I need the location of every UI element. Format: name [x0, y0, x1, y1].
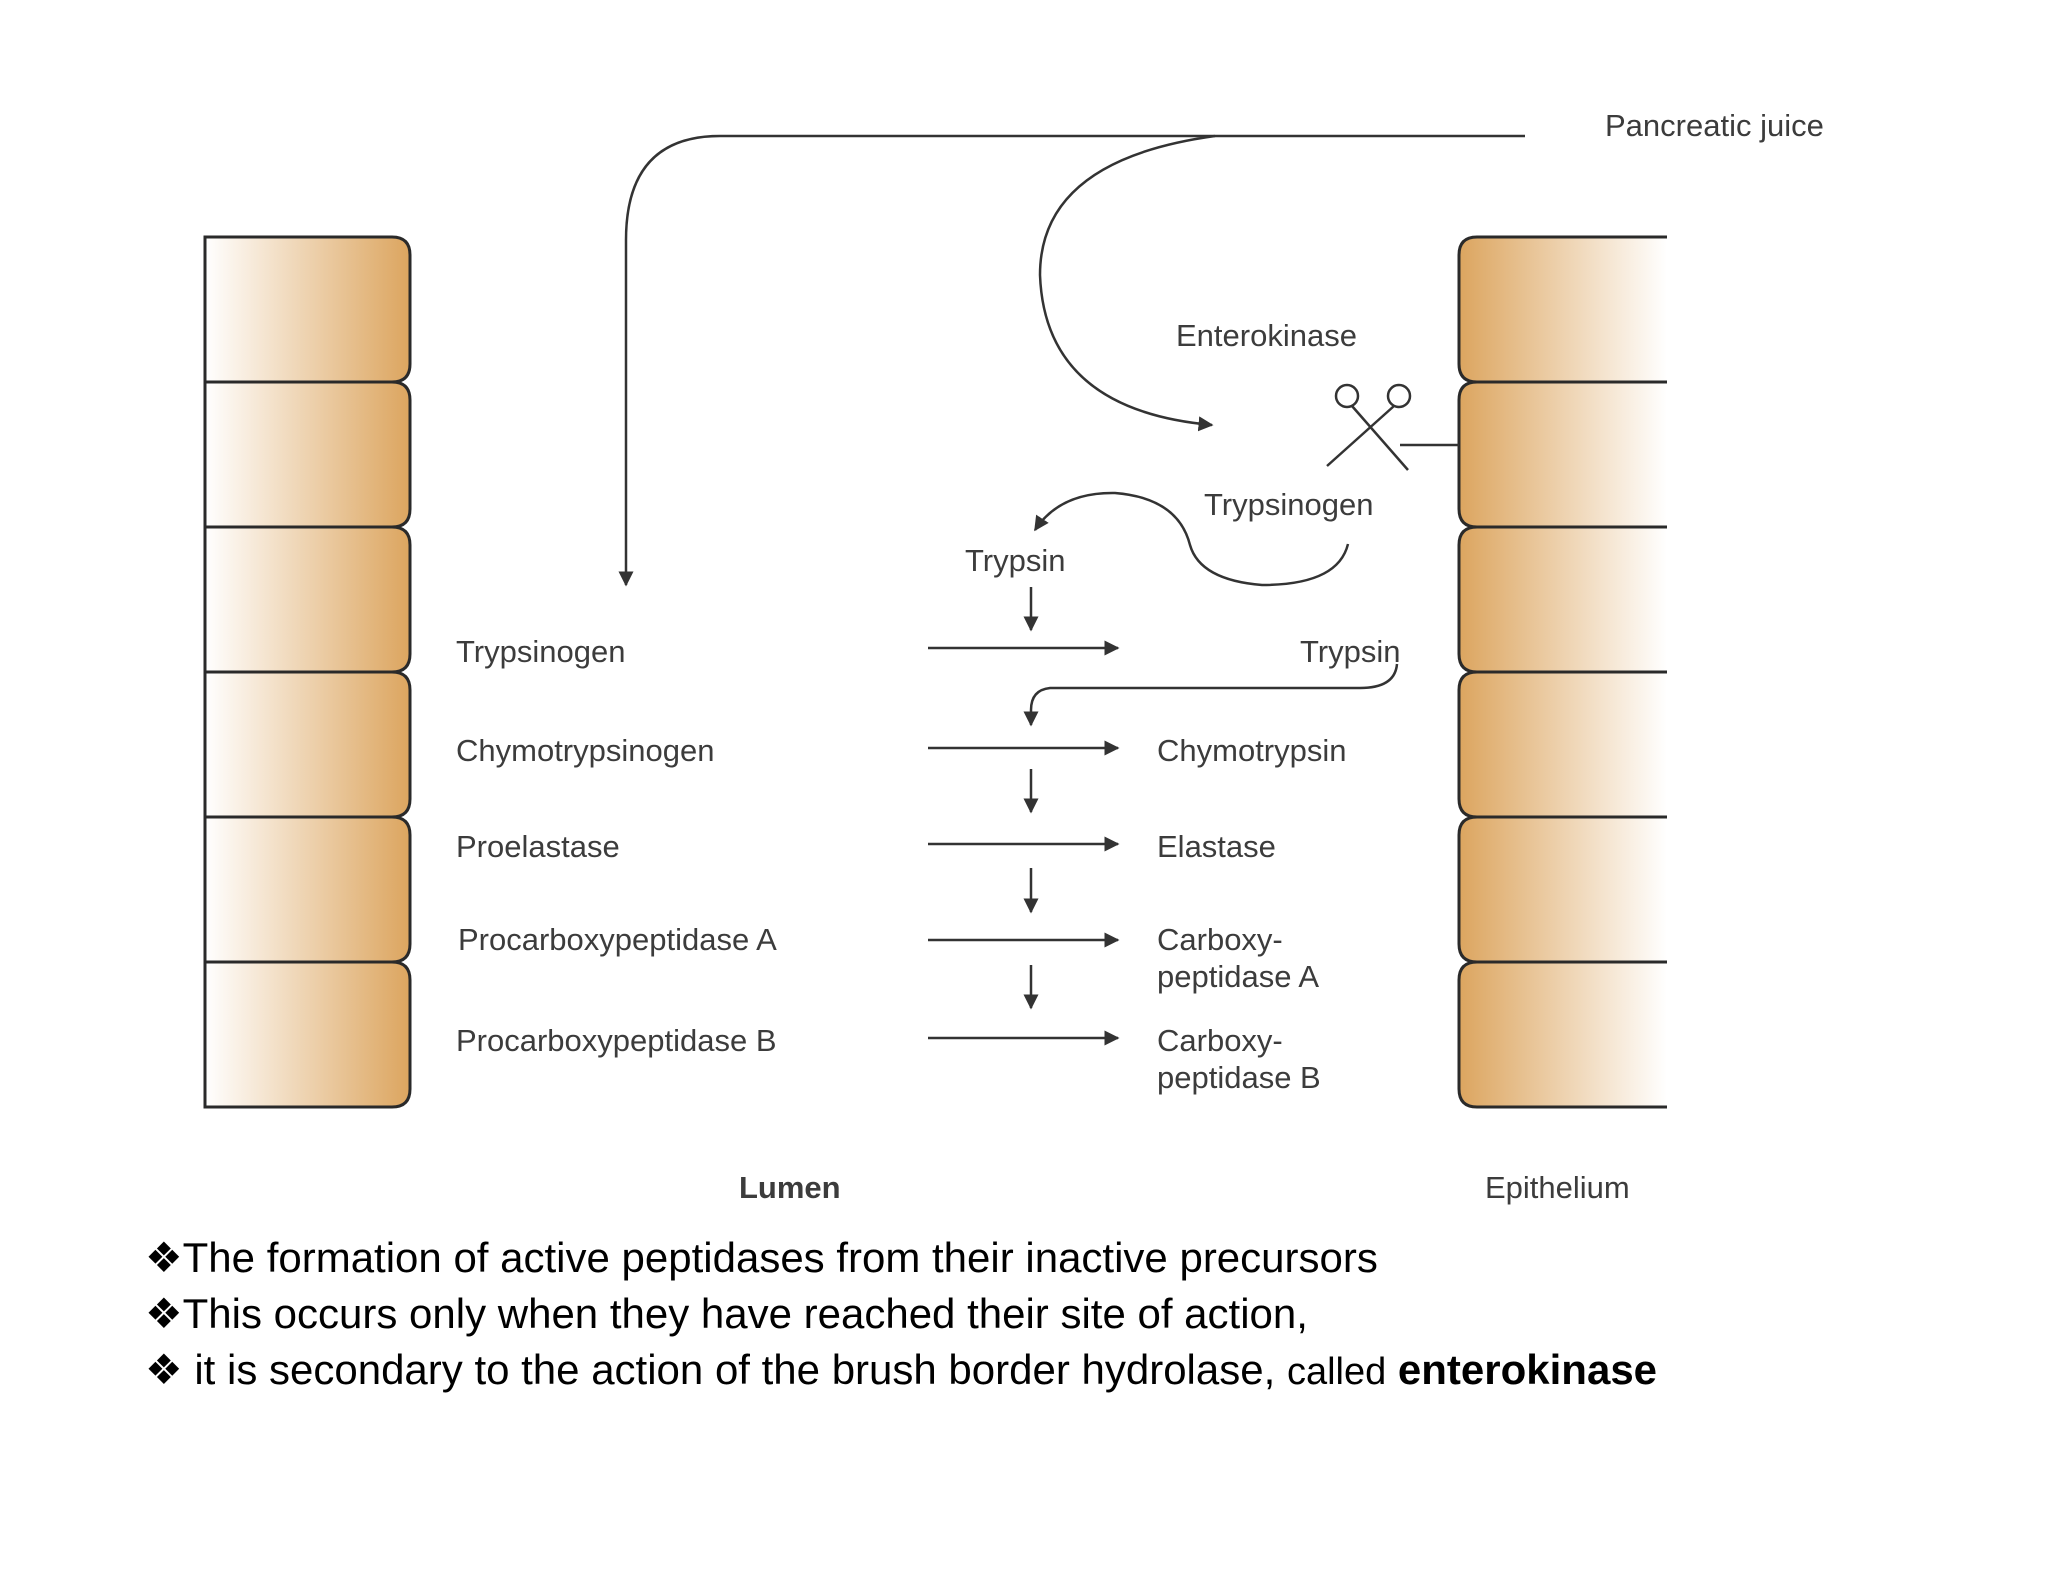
- left-cell: [203, 525, 412, 674]
- precursor-procarboxypeptidase-b-label: Procarboxypeptidase B: [456, 1023, 777, 1058]
- pancreatic-juice-arrow-to-lumen: [618, 134, 1525, 587]
- bullet-text: The formation of active peptidases from …: [182, 1234, 1378, 1281]
- left-cell: [203, 380, 412, 529]
- precursor-chymotrypsinogen-label: Chymotrypsinogen: [456, 733, 714, 768]
- bullet-text-called: called: [1286, 1351, 1387, 1393]
- left-cell: [203, 670, 412, 819]
- bullet-item: ❖The formation of active peptidases from…: [145, 1230, 2005, 1286]
- precursor-procarboxypeptidase-a-label: Procarboxypeptidase A: [458, 922, 777, 957]
- product-elastase-label: Elastase: [1157, 829, 1276, 864]
- trypsinogen-epithelium-label: Trypsinogen: [1204, 487, 1373, 522]
- bullet-item: ❖ it is secondary to the action of the b…: [145, 1342, 2005, 1400]
- product-carboxypeptidase-b-line1: Carboxy-: [1157, 1023, 1283, 1058]
- epithelium-label: Epithelium: [1485, 1170, 1630, 1205]
- bullet-diamond-icon: ❖: [145, 1290, 183, 1337]
- right-cell: [1457, 380, 1667, 529]
- pancreatic-juice-arrow-to-enterokinase: [1038, 134, 1216, 432]
- left-cell: [203, 815, 412, 964]
- right-cell: [1457, 235, 1667, 384]
- right-cell: [1457, 815, 1667, 964]
- right-cell: [1457, 670, 1667, 819]
- left-cell: [203, 235, 412, 384]
- trypsin-feedback-arrow: [1023, 663, 1399, 727]
- bullet-list: ❖The formation of active peptidases from…: [145, 1230, 2005, 1400]
- pancreatic-juice-label: Pancreatic juice: [1605, 108, 1824, 143]
- trypsinogen-to-trypsin-loop: [1033, 491, 1350, 587]
- precursor-proelastase-label: Proelastase: [456, 829, 620, 864]
- right-cell: [1457, 960, 1667, 1109]
- bullet-text: This occurs only when they have reached …: [182, 1290, 1308, 1337]
- left-cell-column: [203, 235, 412, 1109]
- bullet-text-enterokinase: enterokinase: [1397, 1346, 1658, 1393]
- scissors-icon: [1326, 383, 1459, 471]
- bullet-diamond-icon: ❖: [145, 1234, 183, 1281]
- bullet-item: ❖This occurs only when they have reached…: [145, 1286, 2005, 1342]
- product-trypsin-label: Trypsin: [1300, 634, 1400, 669]
- product-carboxypeptidase-a-line1: Carboxy-: [1157, 922, 1283, 957]
- bullet-diamond-icon: ❖: [145, 1346, 195, 1393]
- bullet-text: it is secondary to the action of the bru…: [194, 1346, 1287, 1393]
- precursor-trypsinogen-label: Trypsinogen: [456, 634, 625, 669]
- right-cell-column: [1457, 235, 1667, 1109]
- right-cell: [1457, 525, 1667, 674]
- product-carboxypeptidase-a-line2: peptidase A: [1157, 959, 1319, 994]
- product-carboxypeptidase-b-line2: peptidase B: [1157, 1060, 1321, 1095]
- left-cell: [203, 960, 412, 1109]
- lumen-label: Lumen: [739, 1170, 841, 1205]
- trypsin-top-label: Trypsin: [965, 543, 1065, 578]
- product-chymotrypsin-label: Chymotrypsin: [1157, 733, 1347, 768]
- enterokinase-label: Enterokinase: [1176, 318, 1357, 353]
